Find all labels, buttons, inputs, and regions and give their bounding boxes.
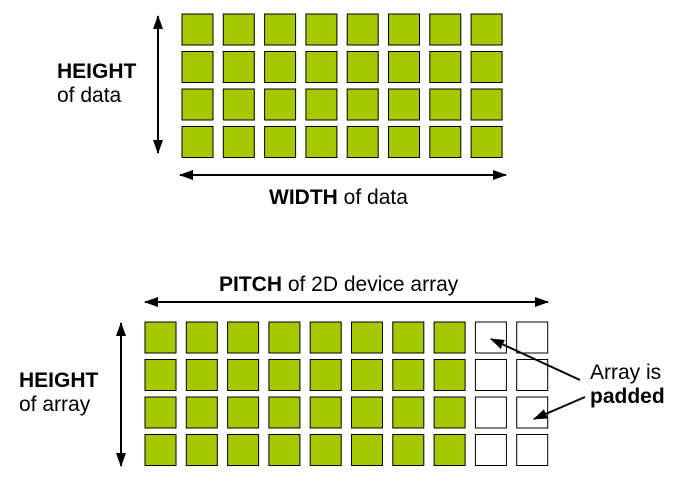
- padded-label-bold: padded: [590, 385, 665, 408]
- data-cell: [268, 321, 301, 354]
- data-grid: [181, 13, 503, 158]
- data-cell: [392, 359, 425, 391]
- padding-cell: [474, 396, 507, 429]
- data-cell: [388, 88, 420, 121]
- data-width-label-bold: WIDTH: [269, 186, 338, 209]
- padding-cell: [516, 359, 549, 391]
- padding-pointer-arrow-1: [490, 338, 581, 381]
- data-cell: [392, 321, 425, 354]
- data-cell: [351, 396, 383, 429]
- data-cell: [309, 434, 342, 466]
- data-cell: [181, 13, 214, 46]
- data-cell: [185, 396, 218, 429]
- data-cell: [222, 126, 255, 158]
- data-cell: [346, 51, 379, 83]
- data-cell: [433, 396, 466, 429]
- data-cell: [268, 359, 301, 391]
- data-cell: [264, 51, 297, 83]
- data-cell: [351, 434, 383, 466]
- padded-array-grid: [144, 321, 549, 466]
- data-cell: [429, 88, 462, 121]
- data-cell: [433, 434, 466, 466]
- data-cell: [181, 51, 214, 83]
- data-cell: [429, 13, 462, 46]
- data-cell: [222, 13, 255, 46]
- data-cell: [144, 434, 177, 466]
- data-cell: [346, 88, 379, 121]
- data-cell: [470, 51, 503, 83]
- data-cell: [351, 321, 383, 354]
- data-cell: [470, 126, 503, 158]
- data-cell: [392, 396, 425, 429]
- pitch-label: PITCH of 2D device array: [219, 273, 458, 297]
- data-cell: [433, 359, 466, 391]
- data-cell: [222, 88, 255, 121]
- padding-cell: [474, 359, 507, 391]
- data-cell: [392, 434, 425, 466]
- padding-pointer-arrow-2: [533, 396, 586, 420]
- data-cell: [185, 359, 218, 391]
- data-cell: [227, 359, 260, 391]
- data-cell: [309, 321, 342, 354]
- data-cell: [264, 13, 297, 46]
- data-cell: [144, 321, 177, 354]
- data-height-label-rest: of data: [57, 84, 122, 107]
- data-cell: [388, 126, 420, 158]
- data-cell: [185, 434, 218, 466]
- pitch-label-bold: PITCH: [219, 273, 282, 296]
- padding-cell: [516, 321, 549, 354]
- data-cell: [268, 434, 301, 466]
- data-cell: [264, 88, 297, 121]
- data-cell: [429, 126, 462, 158]
- data-height-label: HEIGHT of data: [57, 60, 136, 108]
- data-cell: [388, 13, 420, 46]
- data-width-label: WIDTH of data: [269, 186, 408, 210]
- array-height-label-bold: HEIGHT: [19, 369, 99, 392]
- data-cell: [264, 126, 297, 158]
- data-cell: [305, 126, 338, 158]
- data-height-label-bold: HEIGHT: [57, 60, 137, 83]
- data-cell: [185, 321, 218, 354]
- array-height-label-rest: of array: [19, 393, 91, 416]
- data-width-label-rest: of data: [337, 186, 408, 209]
- data-cell: [388, 51, 420, 83]
- data-cell: [227, 434, 260, 466]
- padding-cell: [516, 434, 549, 466]
- data-cell: [346, 13, 379, 46]
- data-cell: [433, 321, 466, 354]
- padding-cell: [474, 434, 507, 466]
- padded-label-line1: Array is: [590, 361, 662, 384]
- pitch-label-rest: of 2D device array: [282, 273, 459, 296]
- data-cell: [305, 13, 338, 46]
- data-cell: [227, 321, 260, 354]
- data-cell: [268, 396, 301, 429]
- data-cell: [305, 88, 338, 121]
- padded-label: Array is padded: [590, 361, 665, 409]
- data-cell: [470, 88, 503, 121]
- data-cell: [227, 396, 260, 429]
- data-cell: [144, 396, 177, 429]
- data-cell: [309, 359, 342, 391]
- data-cell: [346, 126, 379, 158]
- data-cell: [351, 359, 383, 391]
- data-cell: [181, 126, 214, 158]
- array-height-label: HEIGHT of array: [19, 369, 98, 417]
- data-cell: [181, 88, 214, 121]
- data-cell: [305, 51, 338, 83]
- data-cell: [222, 51, 255, 83]
- data-cell: [429, 51, 462, 83]
- padding-cell: [474, 321, 507, 354]
- padding-cell: [516, 396, 549, 429]
- data-cell: [144, 359, 177, 391]
- data-cell: [309, 396, 342, 429]
- data-cell: [470, 13, 503, 46]
